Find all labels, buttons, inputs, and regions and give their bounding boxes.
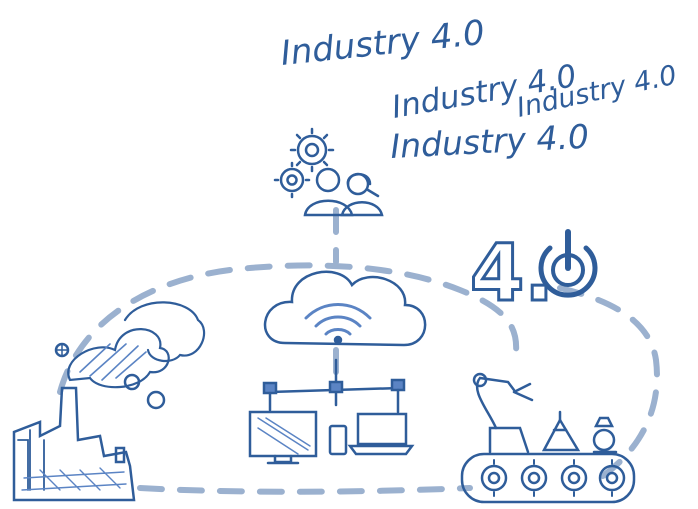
factory-icon (12, 301, 206, 502)
power-icon (538, 229, 598, 298)
robot-conveyor-icon (460, 372, 636, 504)
dashed-network-loop (57, 207, 660, 495)
heading-group: Industry 4.0 Industry 4.0 Industry 4.0 I… (279, 13, 680, 166)
people-gears-icon (273, 127, 384, 217)
heading-industry-40: Industry 4.0 (389, 117, 589, 166)
heading-industry-40: Industry 4.0 (279, 13, 487, 74)
devices-network-icon (248, 358, 415, 465)
badge-40: 4. (469, 228, 598, 321)
cloud-wifi-icon (263, 270, 427, 347)
